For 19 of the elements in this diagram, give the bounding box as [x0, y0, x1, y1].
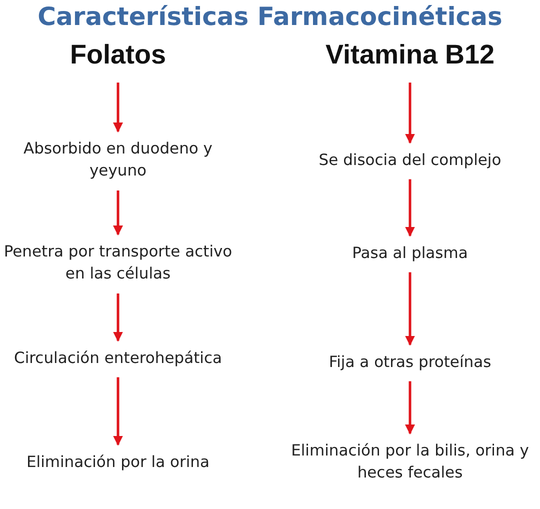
arrow	[405, 82, 415, 144]
column-heading: Folatos	[0, 35, 238, 75]
step-text: Absorbido en duodeno y yeyuno	[18, 138, 218, 182]
step-text: Se disocia del complejo	[310, 148, 510, 172]
step-text: Eliminación por la bilis, orina y heces fecales	[279, 440, 540, 484]
step-text: Pasa al plasma	[295, 242, 525, 264]
step-text: Fija a otras proteínas	[290, 350, 530, 374]
arrow	[405, 381, 415, 435]
arrow	[113, 377, 123, 446]
arrow	[113, 82, 123, 133]
arrow	[405, 272, 415, 346]
arrow	[113, 190, 123, 236]
step-text: Penetra por transporte activo en las células	[0, 240, 238, 286]
step-text: Eliminación por la orina	[18, 450, 218, 474]
column-heading: Vitamina B12	[285, 35, 535, 75]
arrow	[405, 179, 415, 237]
title: Características Farmacocinéticas	[36, 2, 504, 31]
arrow	[113, 293, 123, 342]
step-text: Circulación enterohepática	[0, 346, 236, 370]
